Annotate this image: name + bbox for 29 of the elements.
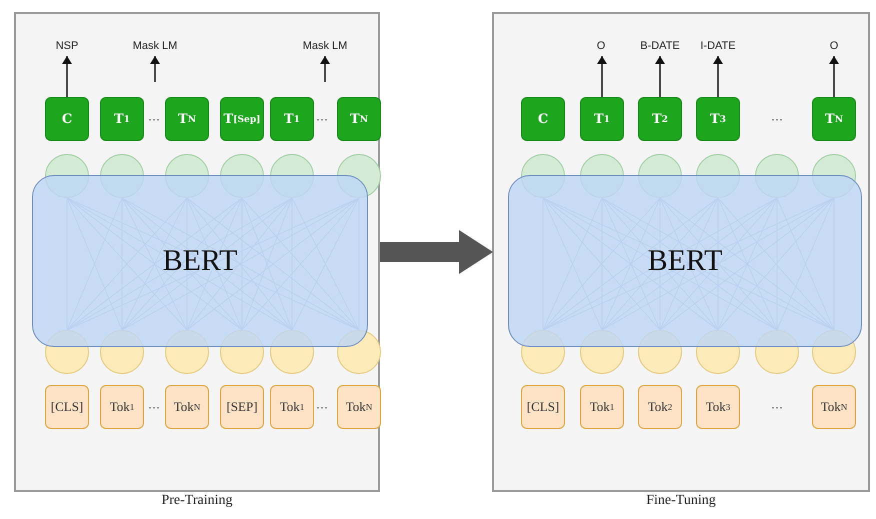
model-name: BERT [648,244,722,278]
model-box [508,175,862,347]
output-label: Mask LM [290,38,360,54]
arrow [150,56,160,82]
ellipsis: ··· [147,400,161,414]
panel-caption: Fine-Tuning [645,493,717,509]
arrow [655,56,665,97]
arrow [597,56,607,97]
panel-caption: Pre-Training [160,493,234,509]
ellipsis: ··· [770,400,784,414]
block-arrow [380,230,493,274]
ellipsis: ··· [770,112,784,126]
output-label: NSP [32,38,102,54]
ellipsis: ··· [315,400,329,414]
input-token-box: [CLS] [45,385,89,429]
output-label: O [799,38,869,54]
input-token-box: [CLS] [521,385,565,429]
input-token-box: [SEP] [220,385,264,429]
ellipsis: ··· [315,112,329,126]
model-box [32,175,368,347]
arrow [62,56,72,97]
arrow [320,56,330,82]
arrow [829,56,839,97]
arrow [713,56,723,97]
output-token-box: C [521,97,565,141]
output-token-box: C [45,97,89,141]
model-name: BERT [162,244,238,278]
ellipsis: ··· [147,112,161,126]
output-label: Mask LM [120,38,190,54]
